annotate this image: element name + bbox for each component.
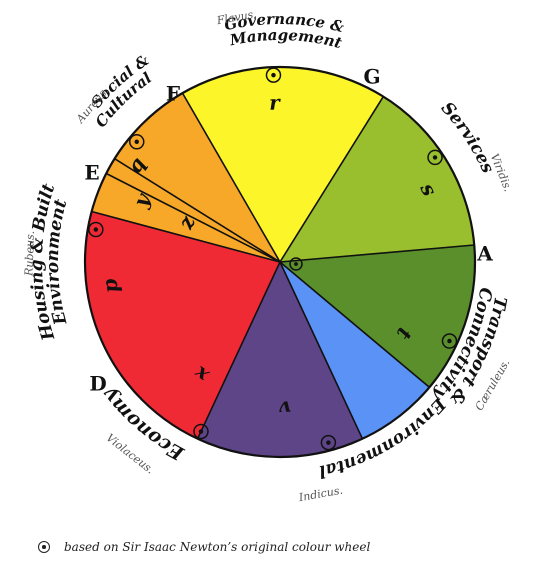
- sun-symbol-icon: [441, 333, 458, 349]
- footer-text: based on Sir Isaac Newton’s original col…: [64, 540, 371, 554]
- sector-divider: [181, 92, 281, 263]
- boundary-letter-E: E: [84, 161, 99, 185]
- sector-divider: [279, 261, 364, 440]
- wheel-outline: [83, 65, 477, 459]
- sector-divider: [105, 172, 281, 263]
- sun-symbol-icon: [128, 134, 145, 150]
- sun-symbol-icon: [88, 221, 104, 238]
- footer-note: based on Sir Isaac Newton’s original col…: [38, 540, 370, 554]
- sector-transport: [280, 245, 476, 388]
- sun-symbol-icon: [427, 149, 443, 166]
- sector-divider: [279, 261, 430, 388]
- sector-divider: [196, 261, 281, 440]
- sun-symbol-icon: [320, 434, 337, 451]
- latin-colour-name: Viridis.: [488, 152, 515, 194]
- latin-colour-name: Rubeus.: [22, 230, 37, 277]
- latin-colour-name: Indicus.: [297, 484, 344, 505]
- sector-governance: [182, 66, 384, 262]
- boundary-letter-A: A: [476, 242, 493, 266]
- sector-divider: [279, 96, 384, 263]
- sun-symbol-icon: [289, 257, 303, 271]
- sector-divider: [114, 158, 281, 263]
- boundary-letter-G: G: [363, 65, 380, 89]
- sector-environmental: [280, 262, 430, 439]
- sun-symbol-icon: [38, 541, 50, 553]
- sun-symbol-icon: [193, 423, 209, 440]
- sector-housing: [84, 211, 280, 439]
- inner-letter-governance: r: [269, 90, 282, 114]
- inner-letter-housing: p: [97, 277, 123, 294]
- boundary-letter-D: D: [89, 372, 106, 396]
- sector-divider: [91, 210, 281, 263]
- sector-economy: [197, 262, 363, 457]
- boundary-letter-F: F: [166, 82, 180, 106]
- sector-divider: [279, 244, 475, 263]
- inner-letter-environmental: v: [279, 396, 292, 420]
- sun-symbol-icon: [265, 67, 282, 83]
- sector-services: [280, 96, 475, 262]
